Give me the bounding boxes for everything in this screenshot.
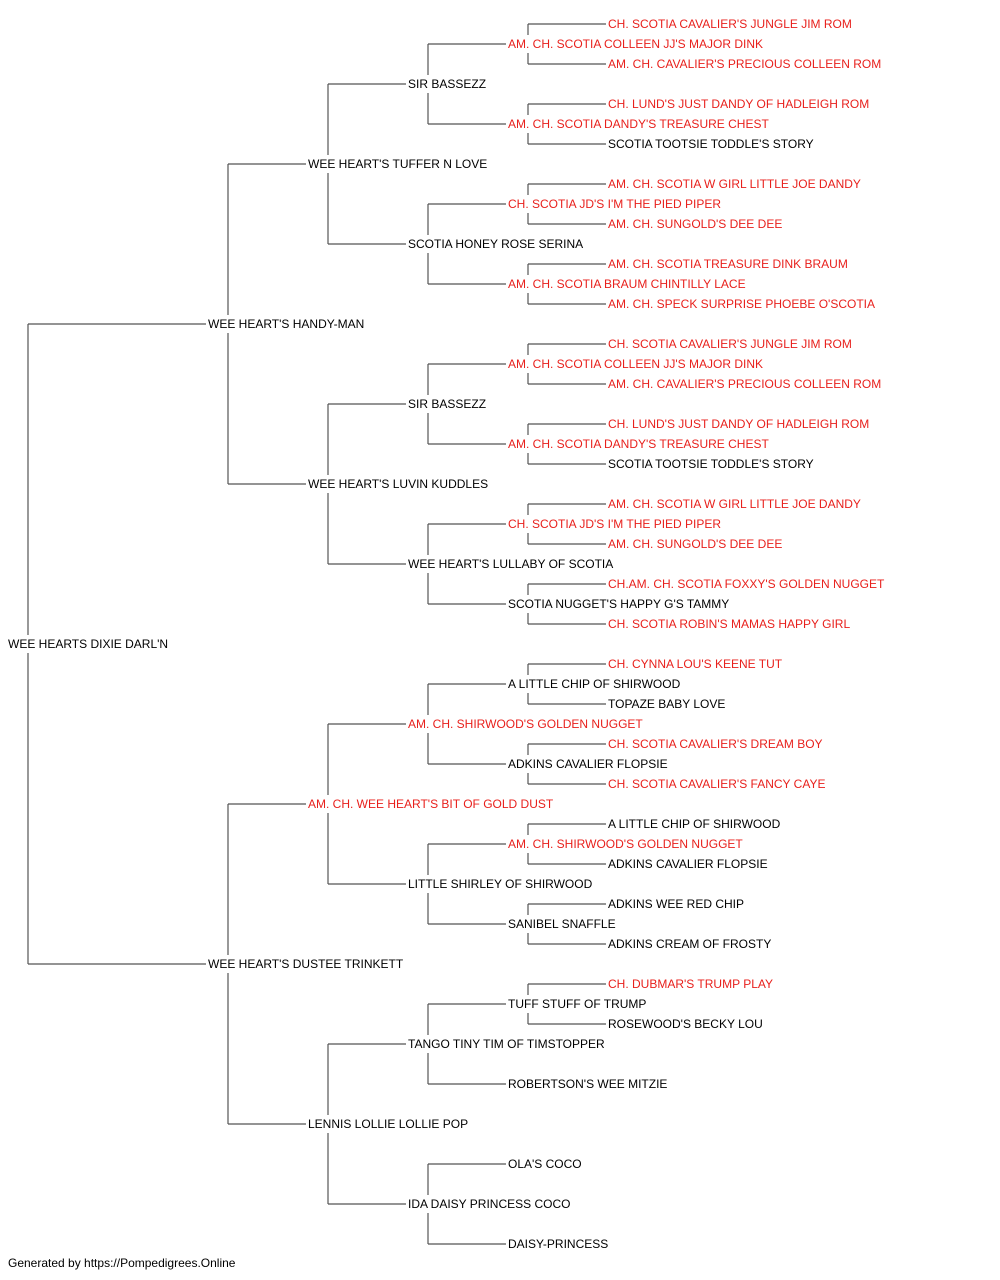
dog-name-root-sire-sire-dam-dam: AM. CH. SCOTIA BRAUM CHINTILLY LACE [508, 277, 746, 291]
dog-name-root-sire-sire-dam-dam-sire: AM. CH. SCOTIA TREASURE DINK BRAUM [608, 257, 848, 271]
dog-name-root-dam-sire-sire-dam-sire: CH. SCOTIA CAVALIER'S DREAM BOY [608, 737, 823, 751]
dog-name-root-sire-dam-sire-sire: AM. CH. SCOTIA COLLEEN JJ'S MAJOR DINK [508, 357, 763, 371]
dog-name-root-sire-dam-sire-sire-sire: CH. SCOTIA CAVALIER'S JUNGLE JIM ROM [608, 337, 852, 351]
dog-name-root-sire-sire-sire-sire-sire: CH. SCOTIA CAVALIER'S JUNGLE JIM ROM [608, 17, 852, 31]
dog-name-root-dam-dam-sire-sire-sire: CH. DUBMAR'S TRUMP PLAY [608, 977, 773, 991]
dog-name-root-dam-sire-dam-sire-dam: ADKINS CAVALIER FLOPSIE [608, 857, 768, 871]
dog-name-root-sire-dam-dam-dam-dam: CH. SCOTIA ROBIN'S MAMAS HAPPY GIRL [608, 617, 850, 631]
dog-name-root-dam-sire-dam-sire-sire: A LITTLE CHIP OF SHIRWOOD [608, 817, 781, 831]
dog-name-root-sire-sire-sire: SIR BASSEZZ [408, 77, 486, 91]
dog-name-root-dam-sire-dam-dam: SANIBEL SNAFFLE [508, 917, 616, 931]
dog-name-root-dam-sire-dam: LITTLE SHIRLEY OF SHIRWOOD [408, 877, 593, 891]
dog-name-root-sire-dam-dam-sire-sire: AM. CH. SCOTIA W GIRL LITTLE JOE DANDY [608, 497, 861, 511]
dog-name-root: WEE HEARTS DIXIE DARL'N [8, 637, 168, 651]
dog-name-root-sire-dam-sire-dam-sire: CH. LUND'S JUST DANDY OF HADLEIGH ROM [608, 417, 869, 431]
dog-name-root-sire-dam-sire-sire-dam: AM. CH. CAVALIER'S PRECIOUS COLLEEN ROM [608, 377, 881, 391]
dog-name-root-dam-sire-dam-sire: AM. CH. SHIRWOOD'S GOLDEN NUGGET [508, 837, 743, 851]
dog-name-root-dam-dam-sire: TANGO TINY TIM OF TIMSTOPPER [408, 1037, 605, 1051]
dog-name-root-dam-sire-sire-sire-sire: CH. CYNNA LOU'S KEENE TUT [608, 657, 783, 671]
dog-name-root-sire-sire-sire-dam-sire: CH. LUND'S JUST DANDY OF HADLEIGH ROM [608, 97, 869, 111]
dog-name-root-sire-sire-sire-dam-dam: SCOTIA TOOTSIE TODDLE'S STORY [608, 137, 814, 151]
dog-name-root-sire-dam-dam-dam-sire: CH.AM. CH. SCOTIA FOXXY'S GOLDEN NUGGET [608, 577, 885, 591]
dog-name-root-dam-dam-sire-dam: ROBERTSON'S WEE MITZIE [508, 1077, 667, 1091]
dog-name-root-sire-sire-dam-dam-dam: AM. CH. SPECK SURPRISE PHOEBE O'SCOTIA [608, 297, 875, 311]
dog-name-root-dam-sire-sire-dam: ADKINS CAVALIER FLOPSIE [508, 757, 668, 771]
dog-name-root-sire: WEE HEART'S HANDY-MAN [208, 317, 364, 331]
dog-name-root-sire-sire-dam-sire-sire: AM. CH. SCOTIA W GIRL LITTLE JOE DANDY [608, 177, 861, 191]
dog-name-root-dam-dam-dam-sire: OLA'S COCO [508, 1157, 582, 1171]
dog-name-root-sire-sire-sire-sire: AM. CH. SCOTIA COLLEEN JJ'S MAJOR DINK [508, 37, 763, 51]
dog-name-root-sire-sire-dam: SCOTIA HONEY ROSE SERINA [408, 237, 583, 251]
dog-name-root-sire-dam-sire-dam-dam: SCOTIA TOOTSIE TODDLE'S STORY [608, 457, 814, 471]
dog-name-root-sire-dam-sire: SIR BASSEZZ [408, 397, 486, 411]
dog-name-root-sire-sire-dam-sire-dam: AM. CH. SUNGOLD'S DEE DEE [608, 217, 782, 231]
dog-name-root-dam-dam-dam-dam: DAISY-PRINCESS [508, 1237, 608, 1251]
dog-name-root-sire-dam-sire-dam: AM. CH. SCOTIA DANDY'S TREASURE CHEST [508, 437, 769, 451]
dog-name-root-sire-dam-dam-sire-dam: AM. CH. SUNGOLD'S DEE DEE [608, 537, 782, 551]
dog-name-root-sire-dam-dam-dam: SCOTIA NUGGET'S HAPPY G'S TAMMY [508, 597, 729, 611]
dog-name-root-dam-dam-dam: IDA DAISY PRINCESS COCO [408, 1197, 571, 1211]
dog-name-root-dam-dam: LENNIS LOLLIE LOLLIE POP [308, 1117, 468, 1131]
dog-name-root-dam-sire-sire-sire-dam: TOPAZE BABY LOVE [608, 697, 725, 711]
dog-name-root-dam: WEE HEART'S DUSTEE TRINKETT [208, 957, 404, 971]
dog-name-root-sire-dam-dam: WEE HEART'S LULLABY OF SCOTIA [408, 557, 613, 571]
dog-name-root-dam-sire-sire-dam-dam: CH. SCOTIA CAVALIER'S FANCY CAYE [608, 777, 825, 791]
dog-name-root-sire-sire: WEE HEART'S TUFFER N LOVE [308, 157, 487, 171]
dog-name-root-dam-sire: AM. CH. WEE HEART'S BIT OF GOLD DUST [308, 797, 554, 811]
dog-name-root-sire-sire-sire-sire-dam: AM. CH. CAVALIER'S PRECIOUS COLLEEN ROM [608, 57, 881, 71]
dog-name-root-sire-dam-dam-sire: CH. SCOTIA JD'S I'M THE PIED PIPER [508, 517, 721, 531]
dog-name-root-dam-sire-dam-dam-dam: ADKINS CREAM OF FROSTY [608, 937, 771, 951]
dog-name-root-sire-sire-sire-dam: AM. CH. SCOTIA DANDY'S TREASURE CHEST [508, 117, 769, 131]
dog-name-root-dam-dam-sire-sire: TUFF STUFF OF TRUMP [508, 997, 646, 1011]
dog-name-root-sire-sire-dam-sire: CH. SCOTIA JD'S I'M THE PIED PIPER [508, 197, 721, 211]
dog-name-root-sire-dam: WEE HEART'S LUVIN KUDDLES [308, 477, 488, 491]
dog-name-root-dam-sire-sire: AM. CH. SHIRWOOD'S GOLDEN NUGGET [408, 717, 643, 731]
dog-name-root-dam-sire-sire-sire: A LITTLE CHIP OF SHIRWOOD [508, 677, 681, 691]
dog-name-root-dam-sire-dam-dam-sire: ADKINS WEE RED CHIP [608, 897, 744, 911]
dog-name-root-dam-dam-sire-sire-dam: ROSEWOOD'S BECKY LOU [608, 1017, 763, 1031]
footer-credit: Generated by https://Pompedigrees.Online [8, 1256, 236, 1270]
